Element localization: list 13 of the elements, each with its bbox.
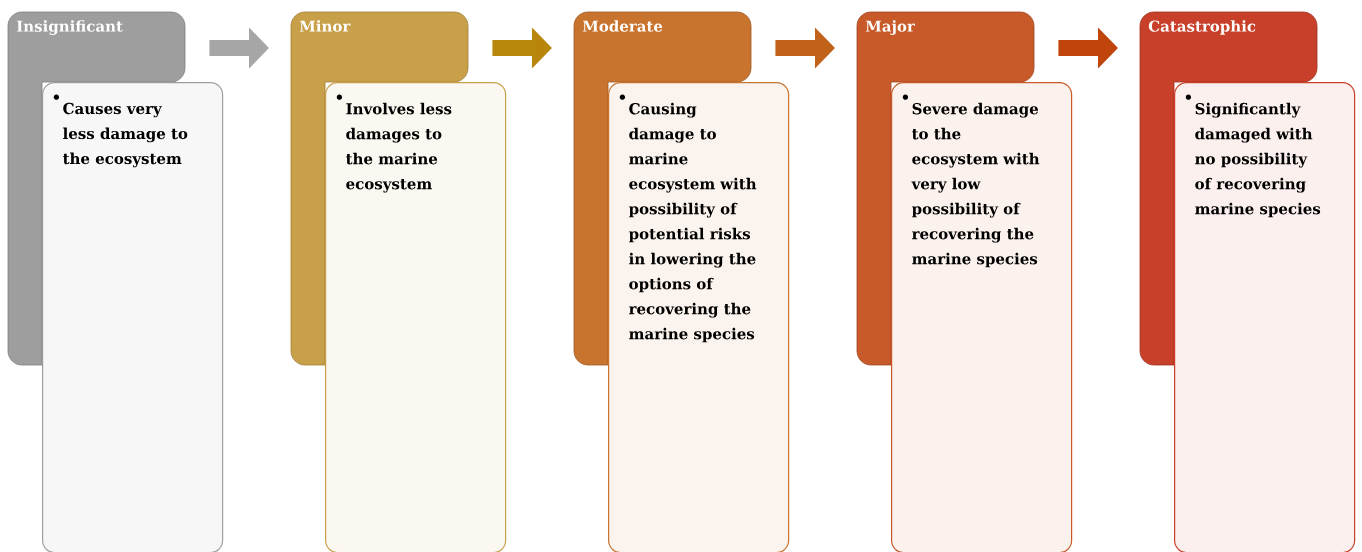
bullet: • [619,94,626,100]
bullet: • [902,94,909,100]
description-box [608,82,790,552]
description-text: Significantly damaged with no possibility of recovering marine species [1195,102,1321,218]
description-text: Causes very less damage to the ecosystem [62,102,188,168]
bullet: • [1185,94,1192,100]
bullet: • [336,94,342,100]
description-box [42,82,224,552]
description-box [891,82,1073,552]
description-box [1174,82,1356,552]
description-box [325,82,507,552]
description-text: Involves less damages to the marine ecosystem [345,102,452,193]
bullet: • [53,94,59,100]
